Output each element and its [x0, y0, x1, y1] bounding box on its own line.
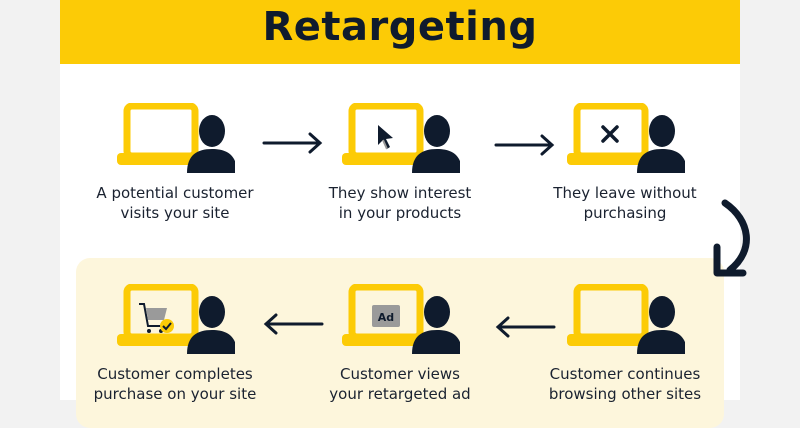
laptop-user-icon: [117, 103, 235, 173]
arrow-left-icon: [263, 313, 324, 335]
arrow-right-icon: [494, 134, 555, 156]
laptop-user-icon: [117, 284, 235, 354]
header-banner: Retargeting: [60, 0, 740, 64]
page-title: Retargeting: [262, 4, 538, 50]
laptop-user-icon: [567, 103, 685, 173]
svg-text:Ad: Ad: [378, 311, 394, 324]
laptop-user-icon: [342, 103, 460, 173]
laptop-user-icon: Ad: [342, 284, 460, 354]
arrow-right-icon: [262, 132, 323, 154]
laptop-user-icon: [567, 284, 685, 354]
curved-arrow-down-icon: [713, 199, 750, 277]
arrow-left-icon: [495, 316, 556, 338]
